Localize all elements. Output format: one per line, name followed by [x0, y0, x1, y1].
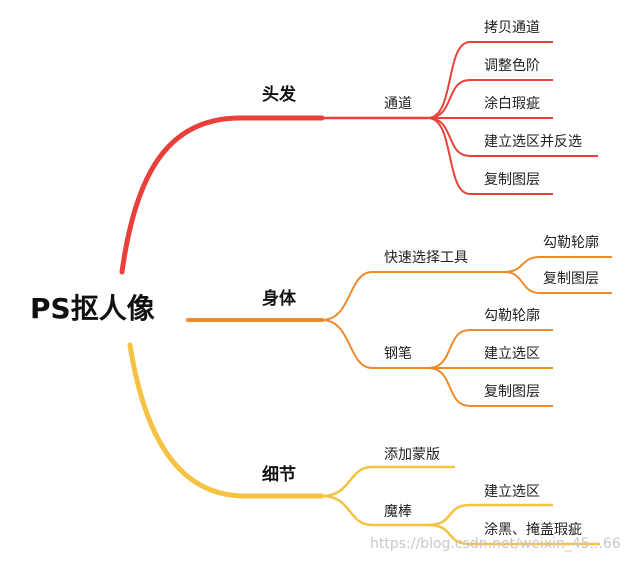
leaf-make-selection-wand: 建立选区	[484, 484, 540, 500]
node-pen: 钢笔	[384, 346, 412, 362]
branch-detail: 细节	[262, 464, 296, 485]
node-quick-select: 快速选择工具	[384, 250, 468, 266]
branch-body: 身体	[262, 288, 297, 309]
connectors-body	[321, 256, 612, 407]
root-topic: PS抠人像	[30, 292, 156, 325]
leaf-copy-channel: 拷贝通道	[484, 20, 540, 36]
watermark: https://blog.csdn.net/weixin_45...66	[370, 536, 621, 552]
leaf-paint-white: 涂白瑕疵	[484, 96, 540, 112]
leaf-select-invert: 建立选区并反选	[484, 134, 582, 150]
branch-hair: 头发	[262, 84, 297, 105]
connector-root-hair	[119, 115, 325, 275]
leaf-make-selection-pen: 建立选区	[484, 346, 540, 362]
node-channel: 通道	[384, 96, 412, 112]
leaf-blacken-cover: 涂黑、掩盖瑕疵	[484, 522, 582, 538]
connectors-hair-leaves	[427, 41, 598, 195]
leaf-outline-pen: 勾勒轮廓	[484, 307, 540, 324]
node-magic-wand: 魔棒	[384, 504, 412, 520]
leaf-copy-layer-hair: 复制图层	[484, 171, 540, 188]
leaf-copy-layer-qs: 复制图层	[543, 270, 599, 287]
leaf-copy-layer-pen: 复制图层	[484, 383, 540, 400]
leaf-outline-qs: 勾勒轮廓	[543, 234, 599, 251]
connector-root-detail	[127, 342, 325, 499]
connectors-detail	[321, 465, 600, 546]
node-add-mask: 添加蒙版	[384, 447, 440, 463]
leaf-adjust-levels: 调整色阶	[484, 57, 540, 74]
